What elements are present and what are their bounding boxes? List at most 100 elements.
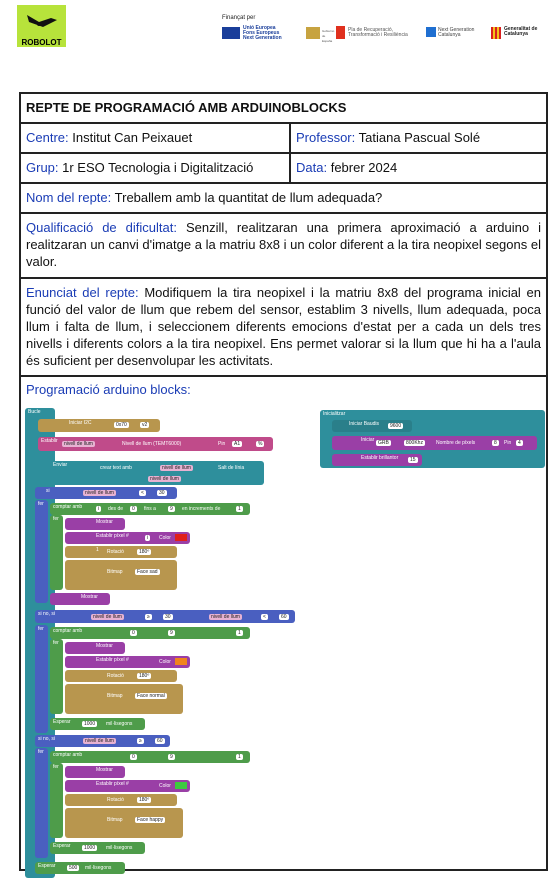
bitmap-sad-slot[interactable]: Face sad <box>135 569 160 575</box>
des-de-slot[interactable]: 0 <box>130 506 137 512</box>
bitmap-block-2[interactable]: Bitmap Face normal <box>65 684 183 714</box>
color-swatch-orange[interactable] <box>175 658 187 665</box>
comptar-label-2: comptar amb <box>53 628 83 634</box>
baud-slot[interactable]: 9600 <box>388 423 404 429</box>
incr-slot[interactable]: 1 <box>236 506 243 512</box>
fins-a-label: fins a <box>144 506 156 512</box>
enviar-var-slot[interactable]: nivell de llum <box>160 465 193 471</box>
bitmap-block-3[interactable]: Bitmap Face happy <box>65 808 183 838</box>
comptar-block-2[interactable]: comptar amb 0 9 1 <box>50 627 250 639</box>
esperar-slot-2[interactable]: 1000 <box>82 845 98 851</box>
incr-slot-2[interactable]: 1 <box>236 630 243 636</box>
si-var-slot[interactable]: nivell de llum <box>83 490 116 496</box>
incr-slot-3[interactable]: 1 <box>236 754 243 760</box>
mil-label: mil·lisegons <box>106 721 133 727</box>
professor-label: Professor: <box>296 130 356 145</box>
si-op-slot[interactable]: < <box>139 490 146 496</box>
comptar-body-2: fer <box>50 639 63 714</box>
enviar-var-slot-2[interactable]: nivell de llum <box>148 476 181 482</box>
sino-var-slot-b[interactable]: nivell de llum <box>209 614 242 620</box>
sino-val-slot[interactable]: 30 <box>163 614 173 620</box>
sino-op-slot[interactable]: ≥ <box>145 614 152 620</box>
fer-label: fer <box>38 501 44 507</box>
si-val-slot[interactable]: 30 <box>157 490 167 496</box>
professor-value: Tatiana Pascual Solé <box>358 130 481 145</box>
bitmap-normal-slot[interactable]: Face normal <box>135 693 167 699</box>
fins-a-slot-3[interactable]: 9 <box>168 754 175 760</box>
incr-label: en increments de <box>182 506 221 512</box>
color-label-2: Color <box>159 659 171 665</box>
sino-si-block-2[interactable]: si no, si nivell de llum ≥ 60 <box>35 735 170 747</box>
enviar-block[interactable]: Enviar crear text amb nivell de llum Sal… <box>38 461 264 485</box>
esperar-block-3[interactable]: Esperar 500 mil·lisegons <box>35 862 125 874</box>
des-de-slot-3[interactable]: 0 <box>130 754 137 760</box>
sino2-val-slot[interactable]: 60 <box>155 738 165 744</box>
rotacio-block-2[interactable]: Rotació 180º <box>65 670 177 682</box>
ngc-logo-icon <box>426 27 436 37</box>
baud-label: Iniciar Baudis <box>349 421 380 427</box>
sino-val-slot-b[interactable]: 60 <box>279 614 289 620</box>
mil-label-2: mil·lisegons <box>106 845 133 851</box>
sino-si-block-1[interactable]: si no, si nivell de llum ≥ 30 nivell de … <box>35 610 295 623</box>
sponsor-generalitat: Generalitat de Catalunya <box>504 26 538 37</box>
des-de-slot-2[interactable]: 0 <box>130 630 137 636</box>
esperar-block-2[interactable]: Esperar 1000 mil·lisegons <box>50 842 145 854</box>
comptar-block[interactable]: comptar amb i des de 0 fins a 9 en incre… <box>50 503 250 515</box>
np-pin-slot[interactable]: 4 <box>516 440 523 446</box>
si-block[interactable]: si nivell de llum < 30 <box>35 487 177 499</box>
rotacio-block-3[interactable]: Rotació 180º <box>65 794 177 806</box>
sino-body-2: fer <box>35 748 48 858</box>
num-pix-slot[interactable]: 8 <box>492 440 499 446</box>
pixel-block-1[interactable]: Establir píxel # i Color <box>65 532 190 544</box>
comptar-block-3[interactable]: comptar amb 0 9 1 <box>50 751 250 763</box>
rotacio-label-3: Rotació <box>107 797 124 803</box>
esperar-slot-3[interactable]: 500 <box>67 865 80 871</box>
color-swatch-red[interactable] <box>175 534 187 541</box>
var-slot[interactable]: nivell de llum <box>62 441 95 447</box>
esperar-slot[interactable]: 1000 <box>82 721 98 727</box>
fins-a-slot[interactable]: 9 <box>168 506 175 512</box>
mostrar-block[interactable]: Mostrar <box>65 518 125 530</box>
sino-op-slot-b[interactable]: < <box>261 614 268 620</box>
baud-block[interactable]: Iniciar Baudis 9600 <box>332 420 412 432</box>
grb-slot[interactable]: GRB <box>376 440 391 446</box>
color-swatch-green[interactable] <box>175 782 187 789</box>
pixel-block-3[interactable]: Establir píxel # Color <box>65 780 190 792</box>
color-label-3: Color <box>159 783 171 789</box>
bitmap-happy-slot[interactable]: Face happy <box>135 817 166 823</box>
rotacio-slot-3[interactable]: 180º <box>137 797 152 803</box>
mostrar-label-4: Mostrar <box>96 767 113 773</box>
pct-slot[interactable]: % <box>256 441 265 447</box>
mostrar-block-2[interactable]: Mostrar <box>50 593 110 605</box>
pin-slot[interactable]: A1 <box>232 441 243 447</box>
sino2-var-slot[interactable]: nivell de llum <box>83 738 116 744</box>
nom-label: Nom del repte: <box>26 190 112 205</box>
init-i2c-block[interactable]: Iniciar I2C 0x70 v2 <box>38 419 160 432</box>
bright-slot[interactable]: 15 <box>408 457 418 463</box>
comptar-var-slot[interactable]: i <box>96 506 102 512</box>
spain-shield-icon <box>306 27 320 39</box>
neopixel-init-block[interactable]: Iniciar GRB 800Khz Nombre de píxels 8 Pi… <box>332 436 537 450</box>
rotacio-block-1[interactable]: 1 Rotació 180º <box>65 546 177 558</box>
mostrar-block-4[interactable]: Mostrar <box>65 766 125 778</box>
mostrar-block-3[interactable]: Mostrar <box>65 642 125 654</box>
bitmap-block-1[interactable]: Bitmap Face sad <box>65 560 177 590</box>
sino2-op-slot[interactable]: ≥ <box>137 738 144 744</box>
i2c-ver-slot[interactable]: v2 <box>140 422 150 428</box>
fins-a-slot-2[interactable]: 9 <box>168 630 175 636</box>
bright-label: Establir brillantor <box>361 455 399 461</box>
pixel-block-2[interactable]: Establir píxel # Color <box>65 656 190 668</box>
challenge-title: REPTE DE PROGRAMACIÓ AMB ARDUINOBLOCKS <box>19 92 548 124</box>
mostrar-label-2: Mostrar <box>81 594 98 600</box>
sino-var-slot[interactable]: nivell de llum <box>91 614 124 620</box>
khz-slot[interactable]: 800Khz <box>404 440 425 446</box>
establir-var-block[interactable]: Establir nivell de llum Nivell de llum (… <box>38 437 273 451</box>
brightness-block[interactable]: Establir brillantor 15 <box>332 454 422 466</box>
i2c-addr-slot[interactable]: 0x70 <box>114 422 129 428</box>
enunciat-value: Modifiquem la tira neopixel i la matriu … <box>26 285 541 368</box>
rotacio-slot-2[interactable]: 180º <box>137 673 152 679</box>
esperar-block-1[interactable]: Esperar 1000 mil·lisegons <box>50 718 145 730</box>
eu-flag-icon <box>222 27 240 39</box>
pixel-var-slot[interactable]: i <box>145 535 151 541</box>
rotacio-slot[interactable]: 180º <box>137 549 152 555</box>
